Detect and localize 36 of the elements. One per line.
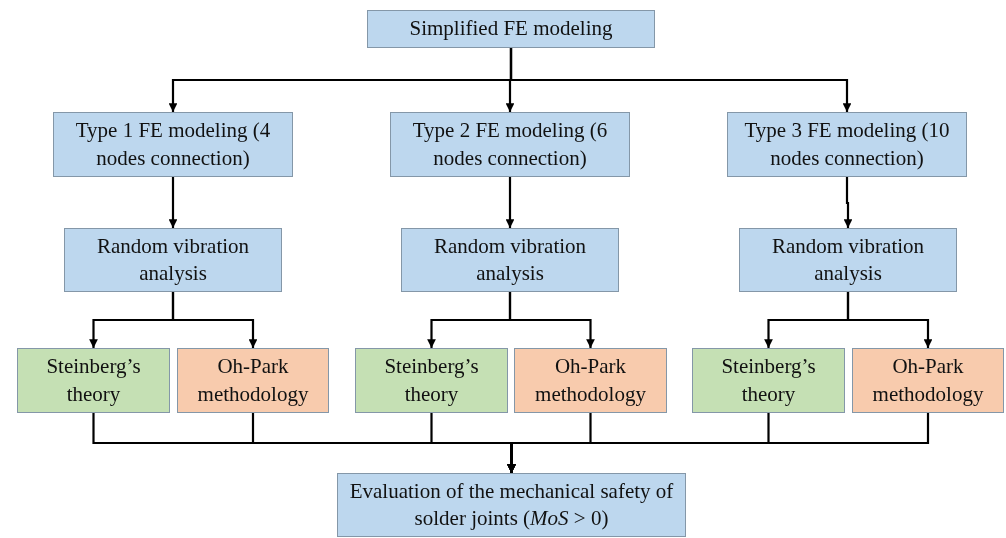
box-label: Type 2 FE modeling (6 nodes connection) [411,117,609,172]
process-box [692,348,845,413]
process-box [739,228,957,292]
box-label: Oh-Park methodology [534,353,647,408]
process-box [53,112,293,177]
box-label: Type 3 FE modeling (10 nodes connection) [743,117,951,172]
arrow [171,292,258,348]
arrow [505,177,515,228]
box-label: Oh-Park methodology [196,353,310,408]
box-label: Type 1 FE modeling (4 nodes connection) [74,117,272,172]
arrow [168,177,178,228]
process-box [367,10,655,48]
box-label: Oh-Park methodology [871,353,985,408]
process-box [514,348,667,413]
box-label: Random vibration analysis [770,232,926,287]
box-label: Random vibration analysis [432,232,588,287]
arrow [843,177,853,228]
process-box [177,348,329,413]
process-box [64,228,282,292]
process-box [852,348,1004,413]
box-label: Steinberg’s theory [383,353,480,408]
box-label: Simplified FE modeling [409,15,613,43]
process-box [17,348,170,413]
process-box [355,348,508,413]
box-label: Random vibration analysis [95,232,251,287]
box-label: Steinberg’s theory [45,353,142,408]
box-label: Steinberg’s theory [720,353,817,408]
arrow [509,48,852,112]
arrow [846,292,933,348]
process-box [337,473,686,537]
arrow [508,292,595,348]
process-box [390,112,630,177]
process-box [401,228,619,292]
process-box [727,112,967,177]
arrow [507,413,930,473]
box-label: Evaluation of the mechanical safety of solder joints (MoS > 0) [348,477,675,532]
